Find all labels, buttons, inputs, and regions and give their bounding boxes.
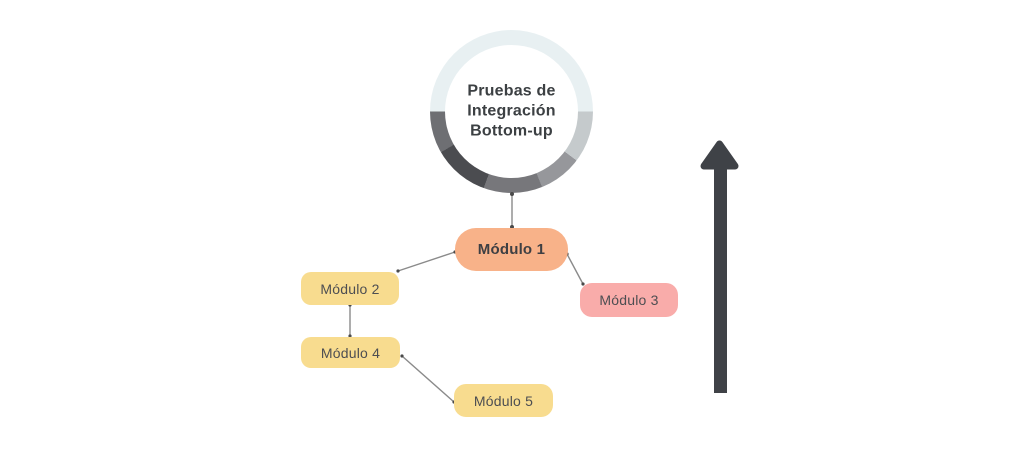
node-modulo-1[interactable]: Módulo 1 — [455, 228, 568, 271]
node-modulo-2-label: Módulo 2 — [320, 280, 380, 297]
node-modulo-5-label: Módulo 5 — [473, 392, 534, 409]
connector-modulo1-to-modulo3 — [566, 253, 584, 285]
node-modulo-4[interactable]: Módulo 4 — [301, 337, 400, 368]
segmented-ring: Pruebas de Integración Bottom-up — [430, 30, 593, 193]
ring-inner-circle — [445, 45, 578, 178]
connector-modulo4-to-modulo5 — [401, 355, 455, 403]
node-modulo-5[interactable]: Módulo 5 — [454, 384, 553, 417]
diagram-title: Pruebas de Integración Bottom-up — [432, 81, 592, 142]
node-modulo-1-label: Módulo 1 — [477, 241, 546, 258]
title-line-2: Integración — [467, 102, 556, 120]
title-line-3: Bottom-up — [470, 122, 553, 140]
node-modulo-4-label: Módulo 4 — [320, 344, 381, 361]
title-line-1: Pruebas de — [467, 81, 556, 99]
node-modulo-2[interactable]: Módulo 2 — [301, 272, 399, 305]
node-modulo-3[interactable]: Módulo 3 — [580, 283, 678, 317]
connector-modulo1-to-modulo2 — [397, 251, 456, 272]
node-modulo-3-label: Módulo 3 — [599, 292, 659, 308]
